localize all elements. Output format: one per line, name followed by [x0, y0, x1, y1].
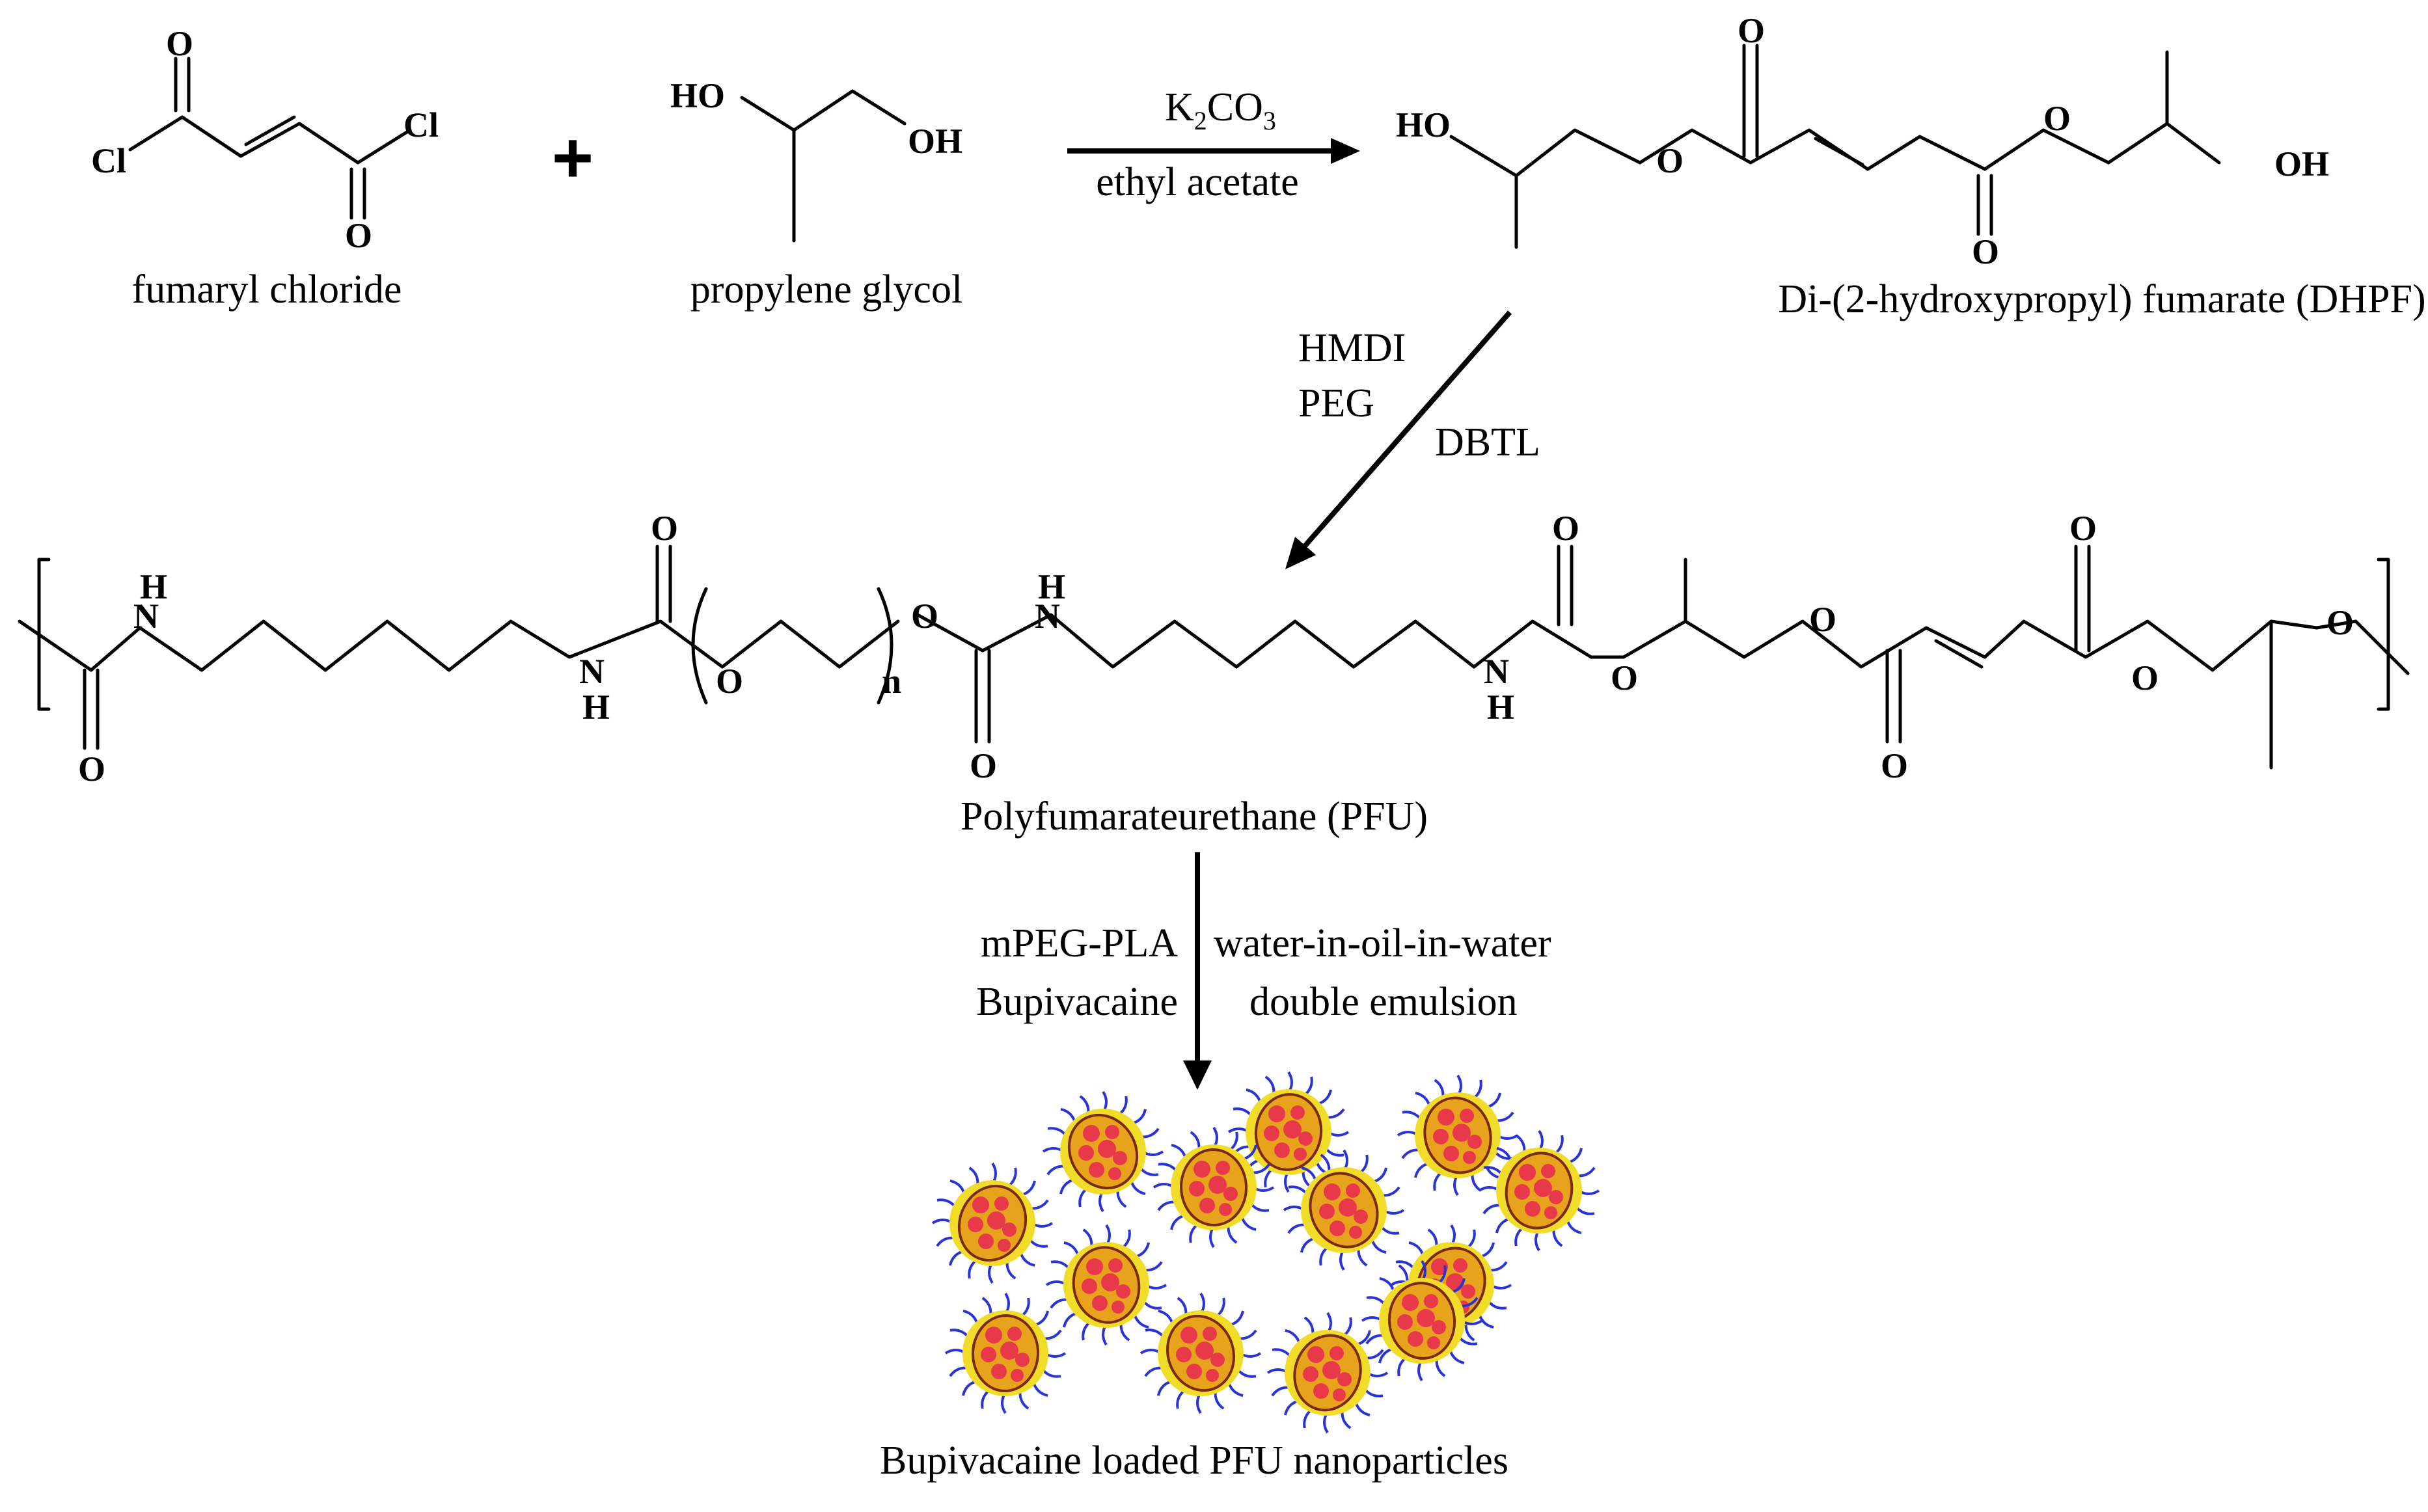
atom-O: O	[78, 749, 105, 789]
nanoparticle	[1042, 1090, 1164, 1213]
nanoparticle	[1478, 1129, 1600, 1252]
atom-HO: HO	[1396, 105, 1451, 144]
atom-H: H	[1487, 688, 1514, 727]
nanoparticle	[1139, 1292, 1262, 1414]
repeat-subscript-n: n	[882, 662, 901, 701]
dhpf-structure: HO O O O O OH	[1396, 11, 2329, 271]
step1-arrow	[1067, 138, 1360, 164]
atom-O: O	[2326, 603, 2354, 642]
atom-O: O	[2069, 509, 2097, 548]
step3-double-emulsion: double emulsion	[1249, 980, 1518, 1024]
atom-O: O	[911, 597, 938, 636]
atom-N: N	[133, 597, 159, 636]
step1-reagent: K2CO3	[1165, 85, 1276, 135]
atom-H: H	[140, 567, 167, 606]
step1-solvent: ethyl acetate	[1096, 160, 1299, 204]
nanoparticle	[1153, 1126, 1275, 1249]
nanoparticle	[944, 1292, 1067, 1414]
atom-O: O	[970, 746, 997, 785]
step2-arrow	[1285, 310, 1512, 569]
dhpf-label: Di-(2-hydroxypropyl) fumarate (DHPF)	[1778, 277, 2425, 321]
step2-reagent-peg: PEG	[1298, 381, 1374, 425]
step3-mpeg-pla: mPEG-PLA	[981, 921, 1178, 965]
propylene-glycol-label: propylene glycol	[690, 267, 962, 312]
nanoparticle	[1361, 1260, 1483, 1382]
atom-Cl: Cl	[91, 141, 126, 180]
nanoparticle-cluster	[931, 1071, 1600, 1434]
step3-bupivacaine: Bupivacaine	[976, 980, 1178, 1024]
propylene-glycol-structure: HO OH	[670, 76, 962, 243]
atom-N: N	[1484, 652, 1509, 691]
atom-O: O	[716, 662, 743, 701]
nanoparticle	[1266, 1312, 1389, 1434]
step2-catalyst: DBTL	[1435, 420, 1540, 465]
atom-O: O	[1552, 509, 1579, 548]
atom-H: H	[1038, 567, 1065, 606]
atom-O: O	[1611, 658, 1638, 697]
atom-HO: HO	[670, 76, 725, 115]
nanoparticle	[931, 1162, 1054, 1284]
atom-N: N	[1035, 597, 1060, 636]
step3-emulsion-type: water-in-oil-in-water	[1214, 921, 1551, 965]
fumaryl-chloride-label: fumaryl chloride	[132, 267, 402, 312]
atom-O: O	[651, 509, 678, 548]
nanoparticle	[1045, 1224, 1167, 1346]
atom-OH: OH	[2274, 144, 2329, 183]
plus-sign: +	[552, 118, 593, 198]
atom-O: O	[1809, 600, 1836, 639]
atom-O: O	[1881, 746, 1908, 785]
step3-arrow	[1183, 852, 1212, 1090]
atom-O: O	[1656, 141, 1684, 180]
nanoparticles-label: Bupivacaine loaded PFU nanoparticles	[880, 1438, 1508, 1483]
nanoparticle	[1397, 1074, 1519, 1196]
step2-reagent-hmdi: HMDI	[1298, 326, 1406, 370]
atom-N: N	[579, 652, 605, 691]
fumaryl-chloride-structure: O Cl Cl O	[91, 24, 439, 255]
atom-O: O	[1972, 232, 1999, 271]
atom-O: O	[345, 216, 372, 255]
atom-H: H	[582, 688, 610, 727]
pfu-label: Polyfumarateurethane (PFU)	[961, 794, 1428, 839]
atom-Cl: Cl	[403, 105, 439, 144]
nanoparticle	[1227, 1071, 1350, 1193]
atom-O: O	[166, 24, 193, 63]
atom-O: O	[1738, 11, 1765, 50]
nanoparticle	[1283, 1149, 1405, 1271]
atom-O: O	[2043, 99, 2071, 138]
atom-OH: OH	[908, 122, 962, 161]
atom-O: O	[2131, 658, 2159, 697]
pfu-structure: H N O N H O O n O H N O N H O O O O O O …	[18, 509, 2410, 789]
